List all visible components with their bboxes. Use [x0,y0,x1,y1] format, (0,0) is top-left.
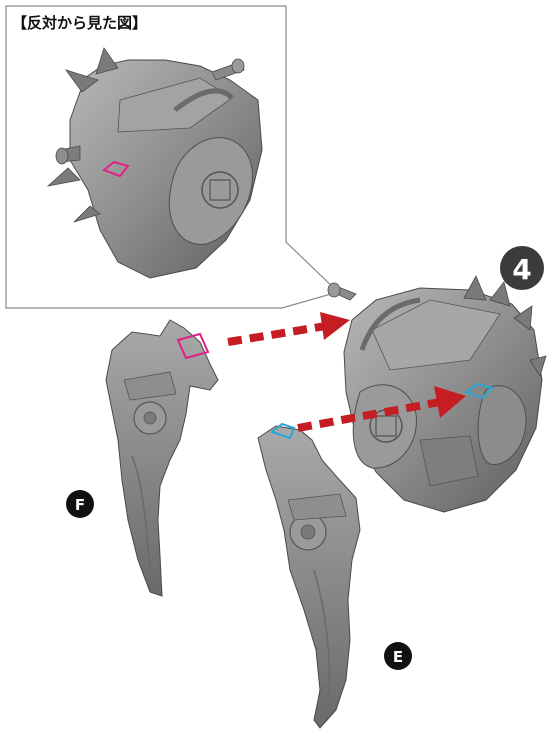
reverse-view-inset: 【反対から見た図】 [6,6,338,308]
arrow-f-to-head [228,312,350,342]
part-e [258,424,360,728]
label-part-f-text: F [75,496,85,514]
label-part-e-text: E [393,648,403,666]
label-part-e: E [384,642,412,670]
label-part-f: F [66,490,94,518]
step-number-badge: 4 [500,246,544,290]
part-f [106,320,218,596]
inset-title: 【反対から見た図】 [12,14,147,32]
step-number-text: 4 [512,253,531,286]
